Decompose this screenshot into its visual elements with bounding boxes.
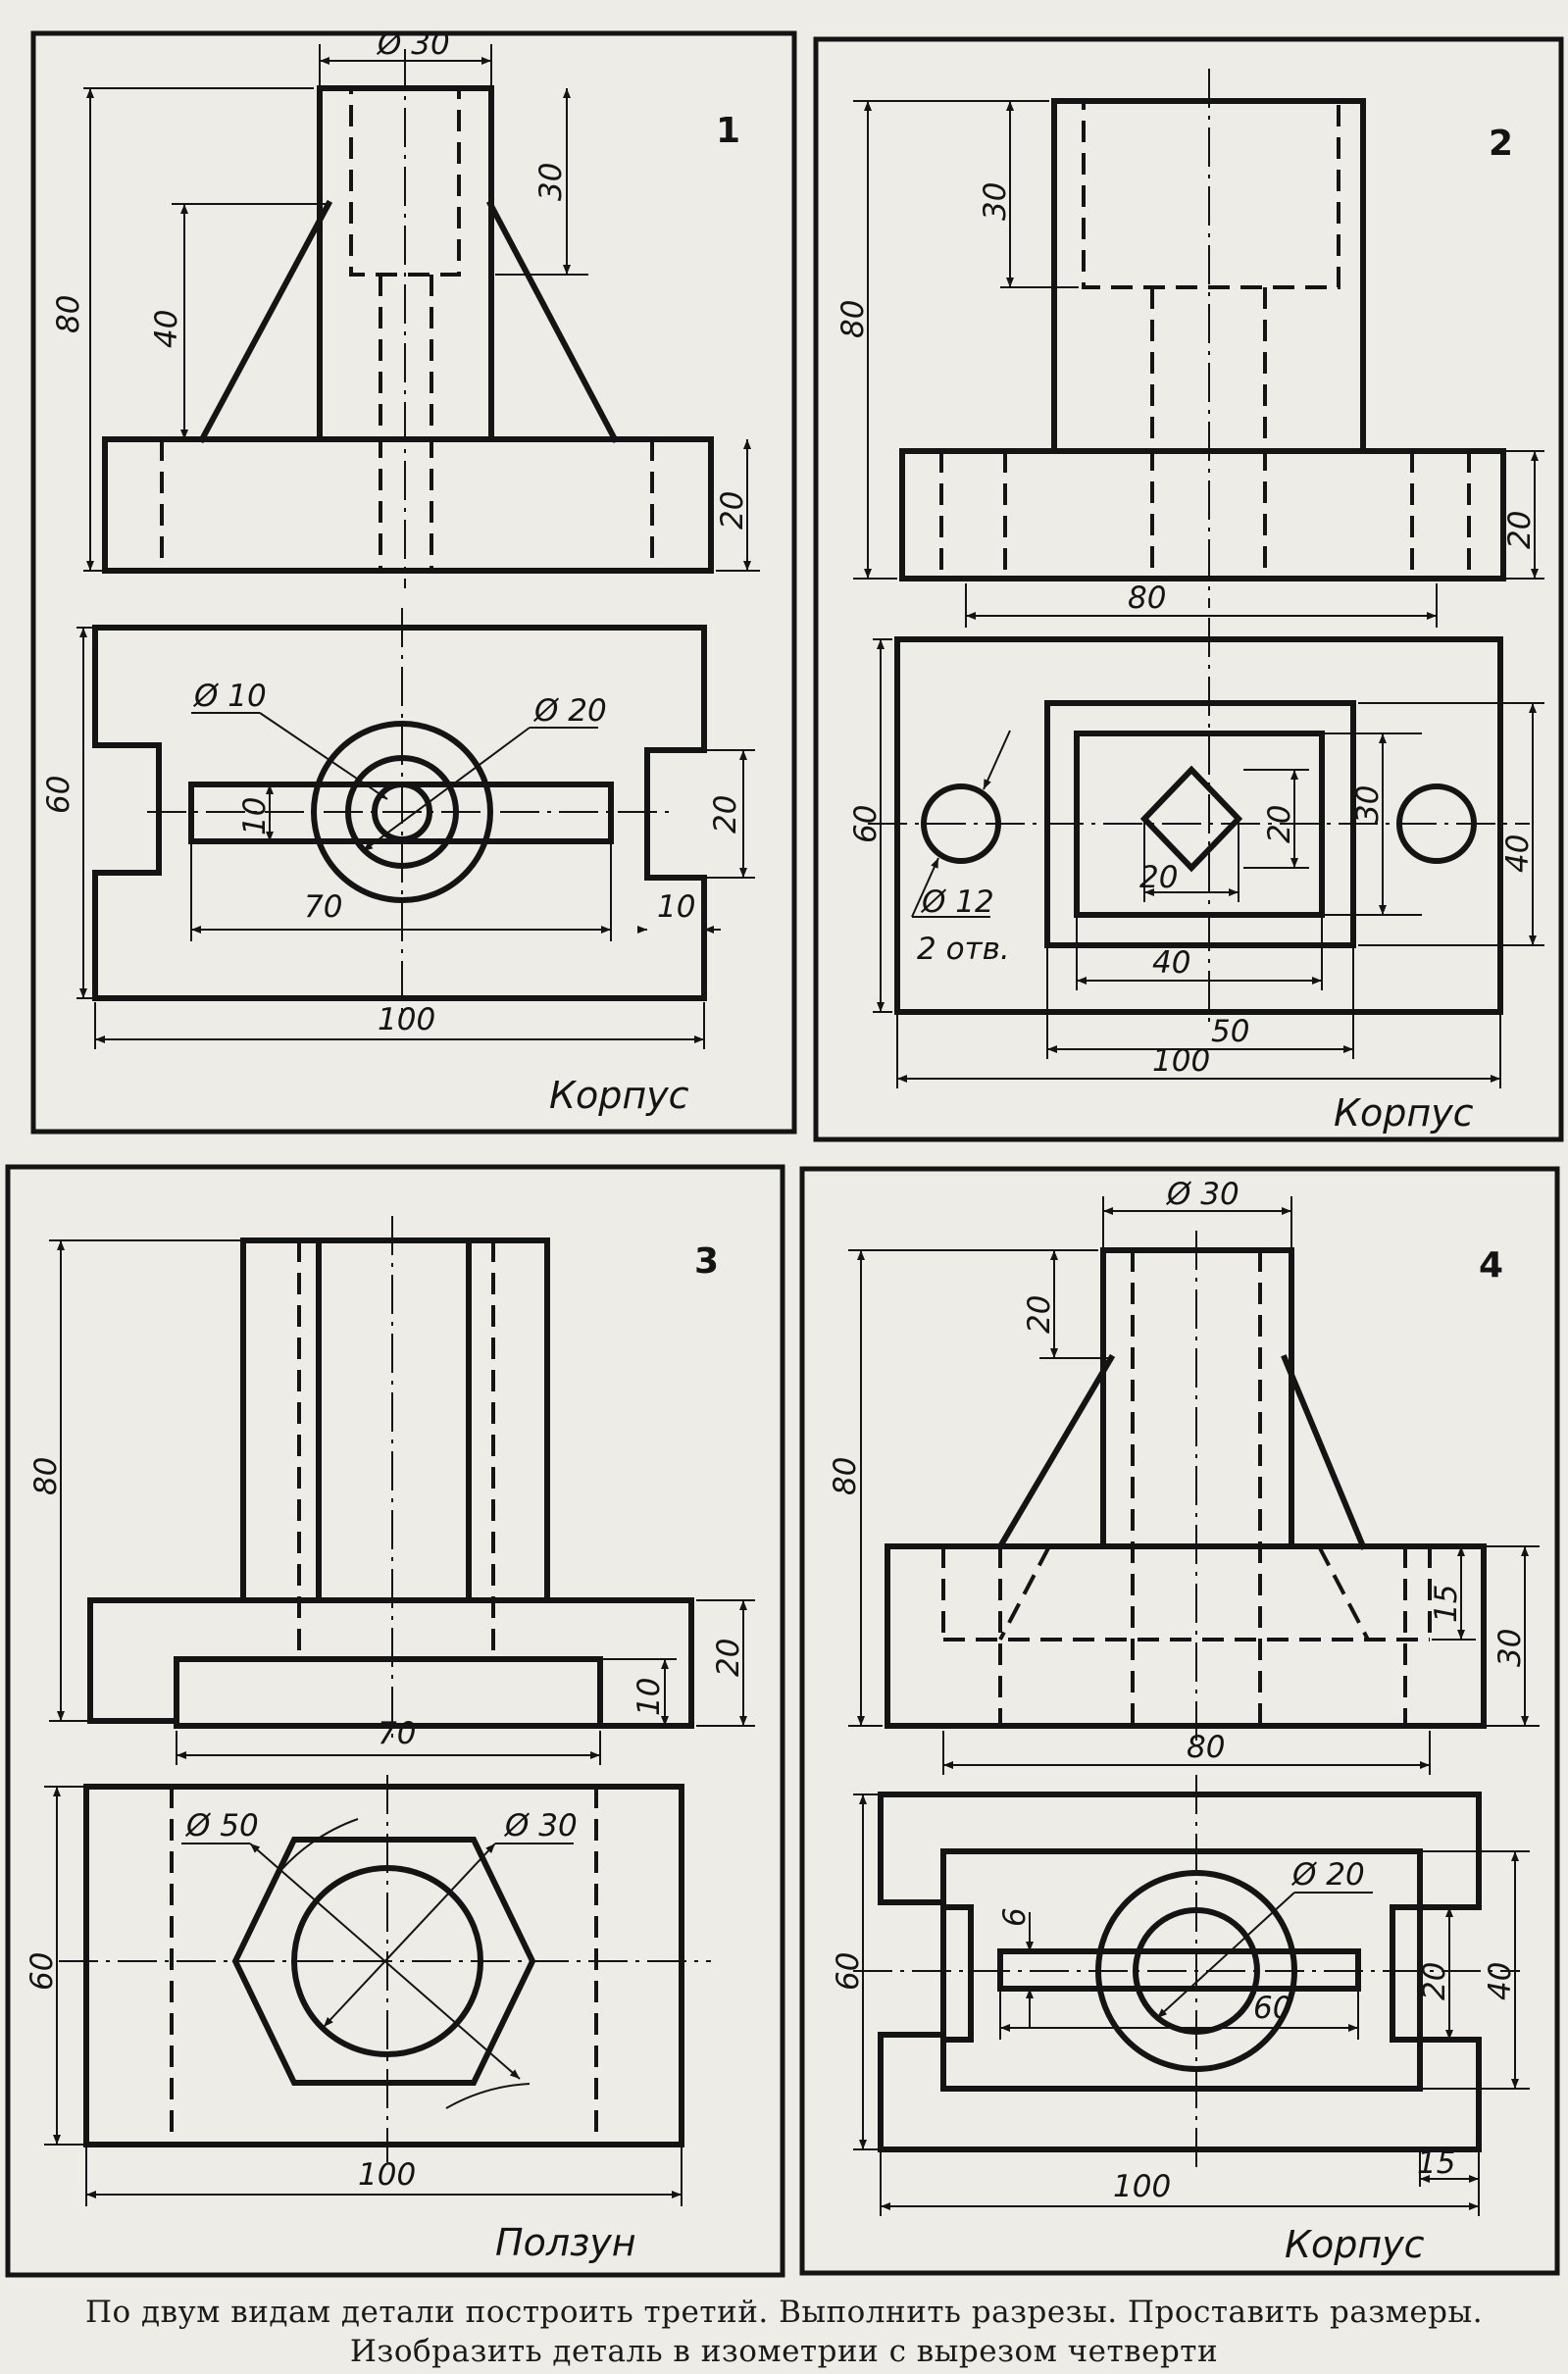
panel-2: 2 80 30 20	[813, 36, 1564, 1142]
p4-dim-h40: 40	[1483, 1962, 1518, 2000]
p2-dim-w100: 100	[1152, 1043, 1210, 1079]
caption-line-1: По двум видам детали построить третий. В…	[84, 2295, 1484, 2330]
p4-dim-w15: 15	[1417, 2146, 1455, 2181]
panel-4-number: 4	[1479, 1245, 1503, 1286]
panel-2-name: Корпус	[1334, 1091, 1474, 1135]
p2-dim-h40: 40	[1500, 834, 1536, 873]
p3-dim-h10: 10	[632, 1678, 667, 1716]
caption-line-2: Изобразить деталь в изометрии с вырезом …	[349, 2334, 1219, 2369]
panel-2-top-view: 60 Ø 12 2 отв. 20 20 30 40 40	[848, 618, 1544, 1088]
p3-dim-w70: 70	[378, 1716, 416, 1751]
p4-dim-h30: 30	[1492, 1629, 1528, 1667]
p2-dim-w50: 50	[1211, 1014, 1249, 1049]
p3-dim-w100: 100	[358, 2157, 416, 2193]
panel-3-number: 3	[694, 1241, 719, 1282]
p1-dim-w20: 20	[708, 795, 743, 833]
p4-dim-w100: 100	[1113, 2169, 1171, 2204]
p1-dim-w100: 100	[378, 1002, 435, 1037]
panel-3-top-view: Ø 50 Ø 30 60 100	[25, 1775, 711, 2206]
p1-dim-h30: 30	[533, 163, 569, 201]
p3-dim-h20: 20	[711, 1639, 746, 1677]
panel-4-frame	[799, 1166, 1560, 2276]
panel-3: 3 80 20 10 70	[5, 1164, 785, 2278]
p4-dim-d30: Ø 30	[1165, 1177, 1239, 1212]
p2-dim-h20: 20	[1502, 511, 1538, 549]
p4-dim-w80: 80	[1187, 1730, 1225, 1765]
panel-3-frame	[5, 1164, 785, 2278]
p2-dim-h80: 80	[835, 300, 871, 338]
p1-dim-d20: Ø 20	[532, 693, 607, 729]
panel-1-top-view: Ø 10 Ø 20 60 10 20 70 10 100	[41, 608, 755, 1049]
p3-dim-w60: 60	[25, 1952, 60, 1991]
panel-1-frame	[30, 30, 797, 1135]
p1-dim-d10: Ø 10	[192, 679, 267, 714]
p3-dim-d30: Ø 30	[503, 1808, 578, 1844]
p2-dim-holes: 2 отв.	[917, 932, 1010, 967]
panel-1-name: Корпус	[549, 1074, 689, 1117]
panel-4: 4 Ø 30 80	[799, 1166, 1560, 2276]
p4-dim-h20: 20	[1022, 1295, 1057, 1334]
panel-2-number: 2	[1489, 124, 1513, 164]
p1-dim-h20: 20	[715, 491, 750, 530]
panel-4-name: Корпус	[1285, 2223, 1425, 2266]
p2-dim-w40: 40	[1152, 945, 1190, 981]
p2-dim-w80: 80	[1128, 581, 1166, 616]
p2-dim-d12: Ø 12	[920, 884, 994, 920]
p1-dim-w10b: 10	[657, 889, 695, 925]
p1-dim-h80: 80	[51, 295, 86, 333]
panel-3-name: Ползун	[495, 2221, 636, 2264]
panel-3-front-view: 80 20 10 70	[28, 1216, 755, 1765]
p1-dim-w10: 10	[237, 797, 273, 835]
p4-dim-w60b: 60	[1253, 1991, 1291, 2026]
p1-dim-h40: 40	[149, 310, 184, 348]
p2-dim-w60: 60	[848, 805, 884, 843]
panel-1-front-view: Ø 30 80 30 40 20	[51, 26, 760, 588]
panel-4-top-view: 60 6 Ø 20 20 40 60 100 15	[831, 1775, 1530, 2216]
p4-dim-d20: Ø 20	[1290, 1857, 1365, 1893]
p3-dim-d50: Ø 50	[184, 1808, 259, 1844]
p4-dim-h15: 15	[1429, 1585, 1464, 1623]
p2-dim-s20: 20	[1139, 860, 1178, 895]
p3-dim-h80: 80	[28, 1457, 64, 1495]
panel-2-front-view: 80 30 20 80	[835, 69, 1544, 628]
panel-1: 1 Ø 30 80 30 40	[30, 26, 797, 1135]
p2-dim-h30: 30	[978, 182, 1013, 221]
panel-1-number: 1	[716, 111, 740, 151]
p4-dim-h20b: 20	[1417, 1962, 1452, 2000]
p2-dim-s20b: 20	[1262, 805, 1297, 843]
p1-dim-w70: 70	[304, 889, 342, 925]
p4-dim-h80: 80	[828, 1457, 863, 1495]
p1-dim-d30: Ø 30	[376, 26, 450, 62]
p4-dim-w60: 60	[831, 1952, 866, 1991]
p2-dim-h30b: 30	[1350, 785, 1386, 824]
p4-dim-s6: 6	[997, 1907, 1033, 1927]
panel-2-frame	[813, 36, 1564, 1142]
p1-dim-w60: 60	[41, 776, 76, 814]
panel-4-front-view: Ø 30 80 20 15 30 80	[828, 1177, 1540, 1775]
